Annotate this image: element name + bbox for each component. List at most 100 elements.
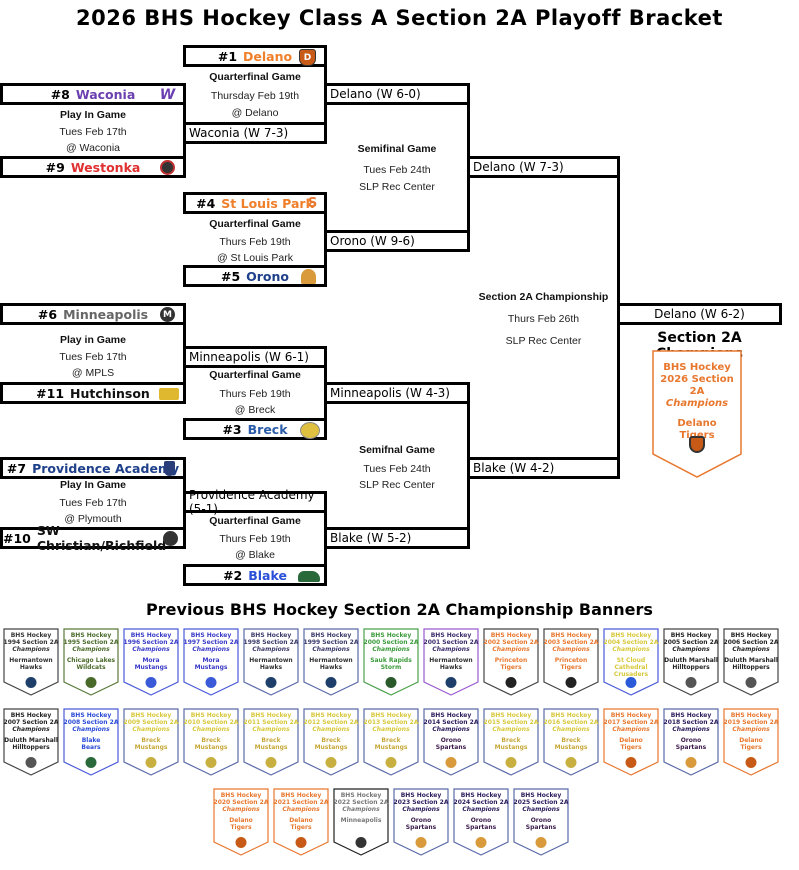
banner-line: BHS Hockey (460, 792, 502, 799)
banner-year-line: 2003 Section 2A (543, 639, 599, 646)
game-venue: SLP Rec Center (505, 335, 582, 347)
banner-year-line: 2010 Section 2A (183, 719, 239, 726)
result-final: Delano (W 6-2) (617, 303, 782, 325)
banner-line: BHS Hockey (10, 712, 52, 719)
banner-line: BHS Hockey (340, 792, 382, 799)
banner-shape (183, 708, 239, 776)
seed-10-sw-christian-richfield: #10 SW Christian/Richfield (0, 523, 186, 553)
seed-number: #10 (3, 530, 31, 546)
banner-year-line: 2021 Section 2A (273, 799, 329, 806)
game-venue: SLP Rec Center (359, 181, 435, 193)
bear-icon (298, 571, 320, 582)
banner-line: Champions (492, 726, 530, 733)
banner-line: BHS Hockey (430, 712, 472, 719)
banner-line: BHS Hockey (670, 632, 712, 639)
banner-line: BHS Hockey (220, 792, 262, 799)
result-playin-3: Providence Academy (5-1) (183, 488, 327, 516)
banner-team: Minneapolis (340, 817, 382, 824)
banner-line: Champions (312, 726, 350, 733)
banner-year-line: 1999 Section 2A (303, 639, 359, 646)
seed-number: #4 (196, 195, 216, 211)
banner-line: BHS Hockey (430, 632, 472, 639)
seed-3-breck: #3 Breck (183, 418, 327, 440)
game-date: Thursday Feb 19th (210, 90, 300, 102)
banner-line: BHS Hockey (10, 632, 52, 639)
game-name: Section 2A Championship (478, 291, 609, 303)
banner-shape (723, 628, 779, 696)
tigers-shield-icon (689, 436, 705, 453)
game-venue: @ St Louis Park (216, 252, 294, 264)
banner-shape (663, 628, 719, 696)
banner-line: Champions (402, 806, 440, 813)
banner-shape (243, 628, 299, 696)
banner-year-line: 2002 Section 2A (483, 639, 539, 646)
banner-line: Champions (732, 646, 770, 653)
banner-shape (123, 628, 179, 696)
result-sf-2: Blake (W 4-2) (467, 457, 620, 479)
banner-line: BHS Hockey (520, 792, 562, 799)
banner-year-line: 2016 Section 2A (543, 719, 599, 726)
spartan-helmet-icon (301, 269, 316, 284)
team-logo-icon (625, 677, 637, 688)
team-logo-icon (505, 677, 517, 688)
banner-line: Champions (12, 726, 50, 733)
banner-line: BHS Hockey (310, 632, 352, 639)
banner-line: Champions (372, 646, 410, 653)
banner-line: Champions (72, 726, 110, 733)
banner-shape (423, 708, 479, 776)
banner-shape (213, 788, 269, 856)
game-venue: @ Breck (234, 404, 276, 416)
banner-year-line: 2018 Section 2A (663, 719, 719, 726)
banner-shape (513, 788, 569, 856)
banner-line: Champions (552, 646, 590, 653)
team-logo-icon (145, 677, 157, 688)
banner-year-line: 1996 Section 2A (123, 639, 179, 646)
banner-line: BHS Hockey (490, 712, 532, 719)
team-logo-icon (475, 837, 487, 848)
banner-shape (273, 788, 329, 856)
team-name: Waconia (75, 86, 136, 102)
banner-line: BHS Hockey (190, 712, 232, 719)
banner-year-line: 2000 Section 2A (363, 639, 419, 646)
team-logo-icon (265, 677, 277, 688)
game-name: Quarterfinal Game (209, 218, 301, 230)
orioles-slp-icon: S (307, 196, 318, 211)
team-name: Minneapolis (63, 306, 149, 322)
banner-shape (723, 708, 779, 776)
banner-year-line: 2009 Section 2A (123, 719, 179, 726)
result-qf-2: Orono (W 9-6) (324, 230, 470, 252)
banner-year-line: 2022 Section 2A (333, 799, 389, 806)
banner-year-line: 2012 Section 2A (303, 719, 359, 726)
team-logo-icon (445, 757, 457, 768)
banner-shape (483, 708, 539, 776)
banner-line: Champions (342, 806, 380, 813)
seed-number: #6 (37, 306, 58, 322)
banner-line: BHS Hockey (370, 632, 412, 639)
seed-7-providence-academy: #7 Providence Academy (0, 457, 186, 479)
banner-year-line: 2019 Section 2A (723, 719, 779, 726)
team-name: St Louis Park (221, 195, 314, 211)
banner-shape (183, 628, 239, 696)
banner-year-line: 2006 Section 2A (723, 639, 779, 646)
team-logo-icon (355, 837, 367, 848)
banner-line: Champions (132, 646, 170, 653)
banner-year-line: 2001 Section 2A (423, 639, 479, 646)
game-name: Play In Game (60, 109, 126, 121)
team-logo-icon (745, 677, 757, 688)
